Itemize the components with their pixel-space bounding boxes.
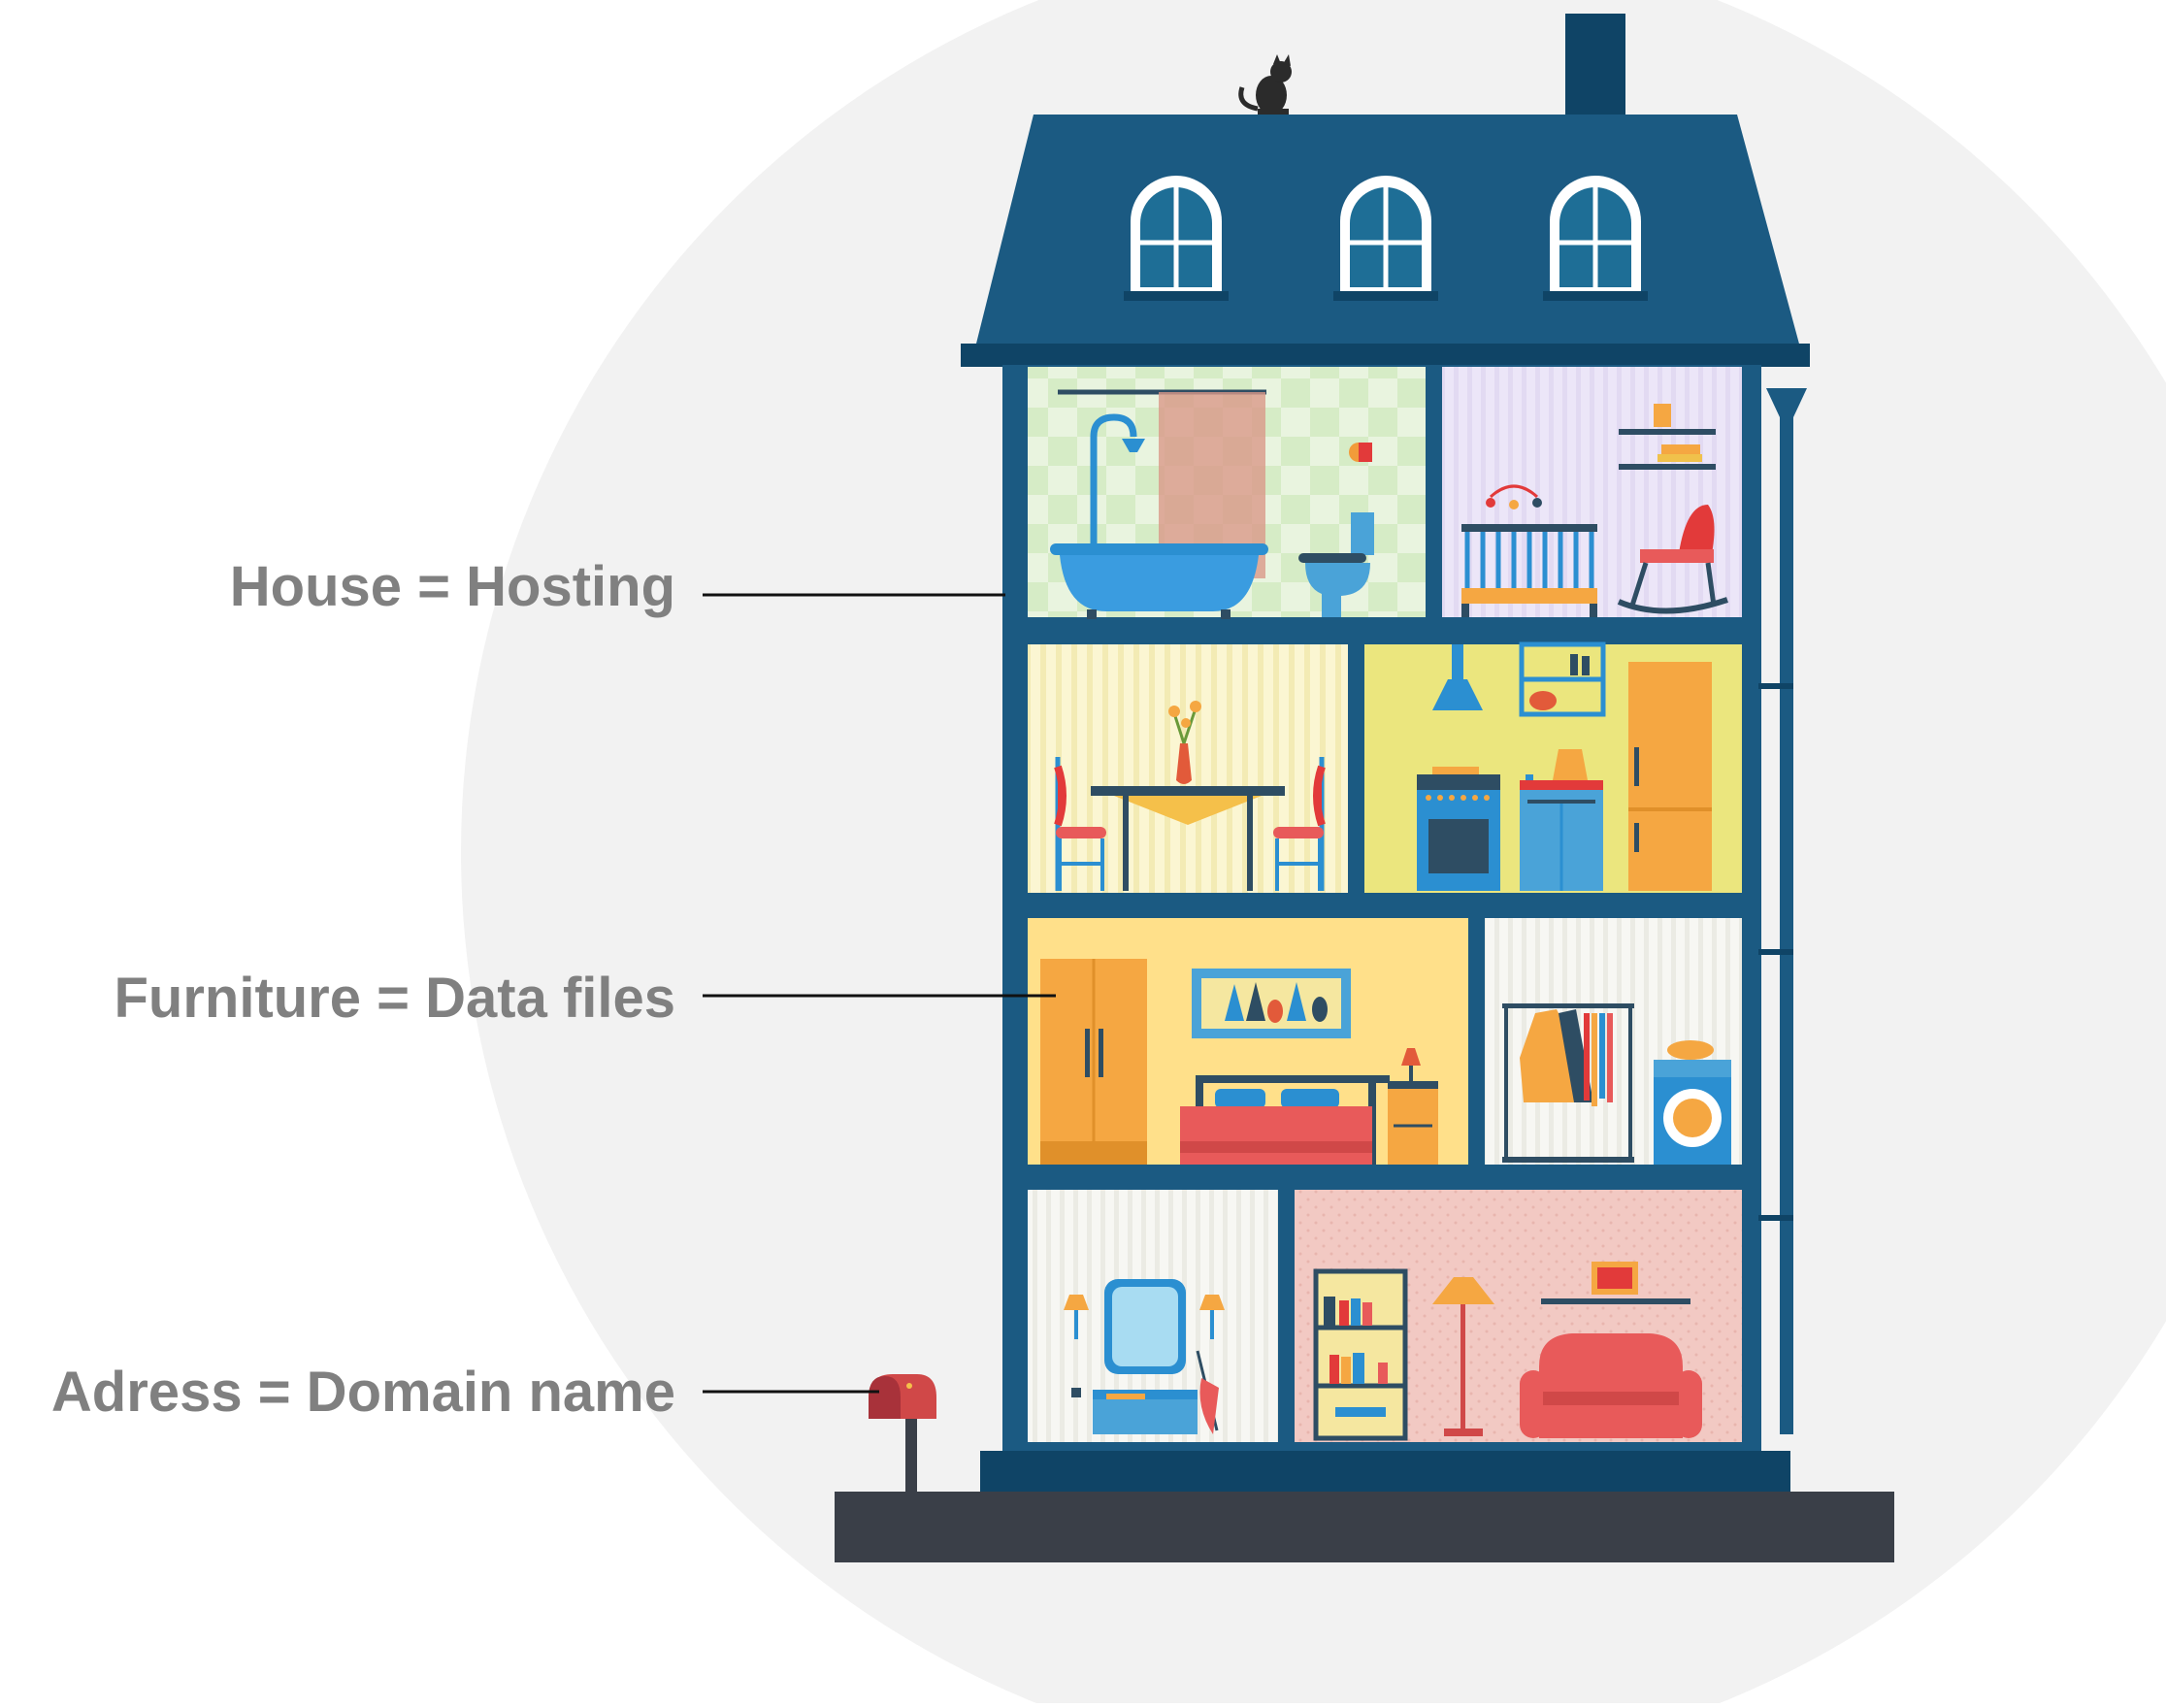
laundry-room [1485,918,1742,1165]
nursery [1442,367,1742,617]
living-room [1295,1190,1742,1442]
dormer-window-left [1124,176,1229,301]
drainpipe [1758,388,1807,1434]
bathroom [1028,367,1426,619]
house-base [980,1451,1790,1492]
hallway [1028,1190,1278,1442]
mailbox-icon [869,1374,936,1493]
bedroom [1028,918,1468,1165]
house-hosting-label: House = Hosting [229,555,675,618]
roof-eave [961,344,1810,367]
chimney [1565,14,1625,118]
furniture-data-files-label: Furniture = Data files [114,967,675,1030]
address-domain-name-label: Adress = Domain name [50,1361,675,1424]
dining-room [1028,644,1348,893]
dormer-window-right [1543,176,1648,301]
dormer-window-center [1333,176,1438,301]
cat-icon [1238,54,1292,116]
ground [835,1492,1894,1562]
kitchen [1364,641,1742,893]
